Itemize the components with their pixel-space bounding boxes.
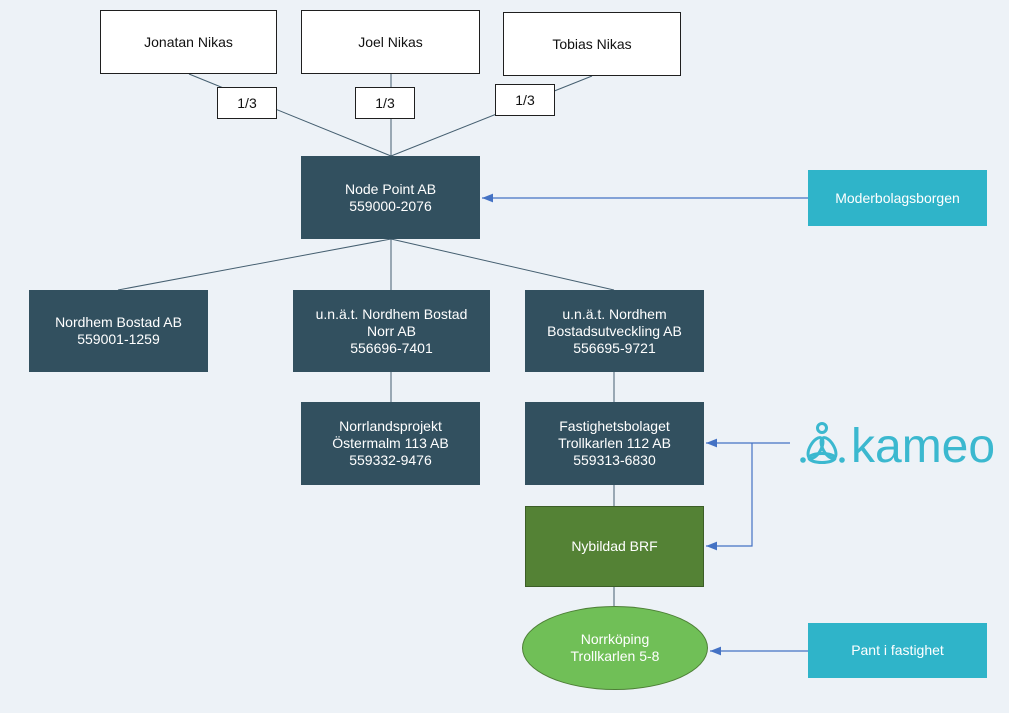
parent-company-box: Node Point AB 559000-2076: [301, 156, 480, 239]
property-name-line: Norrköping: [580, 631, 650, 647]
owner-name: Jonatan Nikas: [144, 33, 233, 50]
hierarchy-line-bostadsutveckling: [390, 238, 615, 291]
company-name-line: Östermalm 113 AB: [332, 435, 449, 451]
owner-name: Tobias Nikas: [552, 35, 632, 52]
company-name: Nordhem Bostad AB: [55, 314, 182, 330]
company-org-number: 559001-1259: [77, 331, 160, 347]
company-org-number: 559332-9476: [349, 452, 432, 468]
owner-box-jonatan-nikas: Jonatan Nikas: [100, 10, 277, 74]
kameo-logo-text: kameo: [851, 420, 995, 470]
brf-label: Nybildad BRF: [571, 538, 658, 554]
share-label-jonatan: 1/3: [217, 87, 277, 119]
share-label-joel: 1/3: [355, 87, 415, 119]
kameo-logo: kameo: [800, 420, 995, 470]
company-org-number: 556696-7401: [350, 339, 433, 356]
parent-guarantee-label: Moderbolagsborgen: [835, 189, 960, 206]
company-name-line: Norrlandsprojekt: [339, 418, 442, 434]
subsidiary-box-nordhem-bostadsutveckling: u.n.ä.t. Nordhem Bostadsutveckling AB 55…: [525, 290, 704, 372]
subsidiary-box-nordhem-bostad: Nordhem Bostad AB 559001-1259: [29, 290, 208, 372]
share-value: 1/3: [237, 94, 257, 111]
brf-box: Nybildad BRF: [525, 506, 704, 587]
loan-arrow-brf: [706, 443, 753, 551]
company-name-line: Norr AB: [366, 322, 416, 339]
pledge-box: Pant i fastighet: [808, 623, 987, 678]
owner-box-joel-nikas: Joel Nikas: [301, 10, 480, 74]
company-name: Node Point AB: [344, 180, 437, 197]
kameo-logo-icon: [800, 422, 845, 464]
company-org-number: 559000-2076: [349, 197, 432, 214]
hierarchy-line-nordhem-bostad: [117, 238, 392, 291]
owner-box-tobias-nikas: Tobias Nikas: [503, 12, 681, 76]
company-name-line: Bostadsutveckling AB: [547, 322, 682, 339]
property-name-line: Trollkarlen 5-8: [570, 648, 660, 664]
parent-guarantee-box: Moderbolagsborgen: [808, 170, 987, 226]
property-ellipse: Norrköping Trollkarlen 5-8: [522, 606, 708, 690]
project-company-box-fastighetsbolaget: Fastighetsbolaget Trollkarlen 112 AB 559…: [525, 402, 704, 485]
company-name-line: u.n.ä.t. Nordhem Bostad: [315, 305, 468, 322]
subsidiary-box-nordhem-bostad-norr: u.n.ä.t. Nordhem Bostad Norr AB 556696-7…: [293, 290, 490, 372]
company-name-line: Trollkarlen 112 AB: [558, 435, 671, 451]
share-value: 1/3: [375, 94, 395, 111]
company-org-number: 559313-6830: [573, 452, 656, 468]
pledge-label: Pant i fastighet: [851, 642, 944, 658]
company-name-line: Fastighetsbolaget: [559, 418, 670, 434]
share-value: 1/3: [515, 91, 535, 108]
ownership-line-tobias: [390, 75, 593, 157]
share-label-tobias: 1/3: [495, 84, 555, 116]
company-org-number: 556695-9721: [573, 339, 656, 356]
company-name-line: u.n.ä.t. Nordhem: [562, 305, 667, 322]
project-company-box-norrlandsprojekt: Norrlandsprojekt Östermalm 113 AB 559332…: [301, 402, 480, 485]
owner-name: Joel Nikas: [358, 33, 423, 50]
